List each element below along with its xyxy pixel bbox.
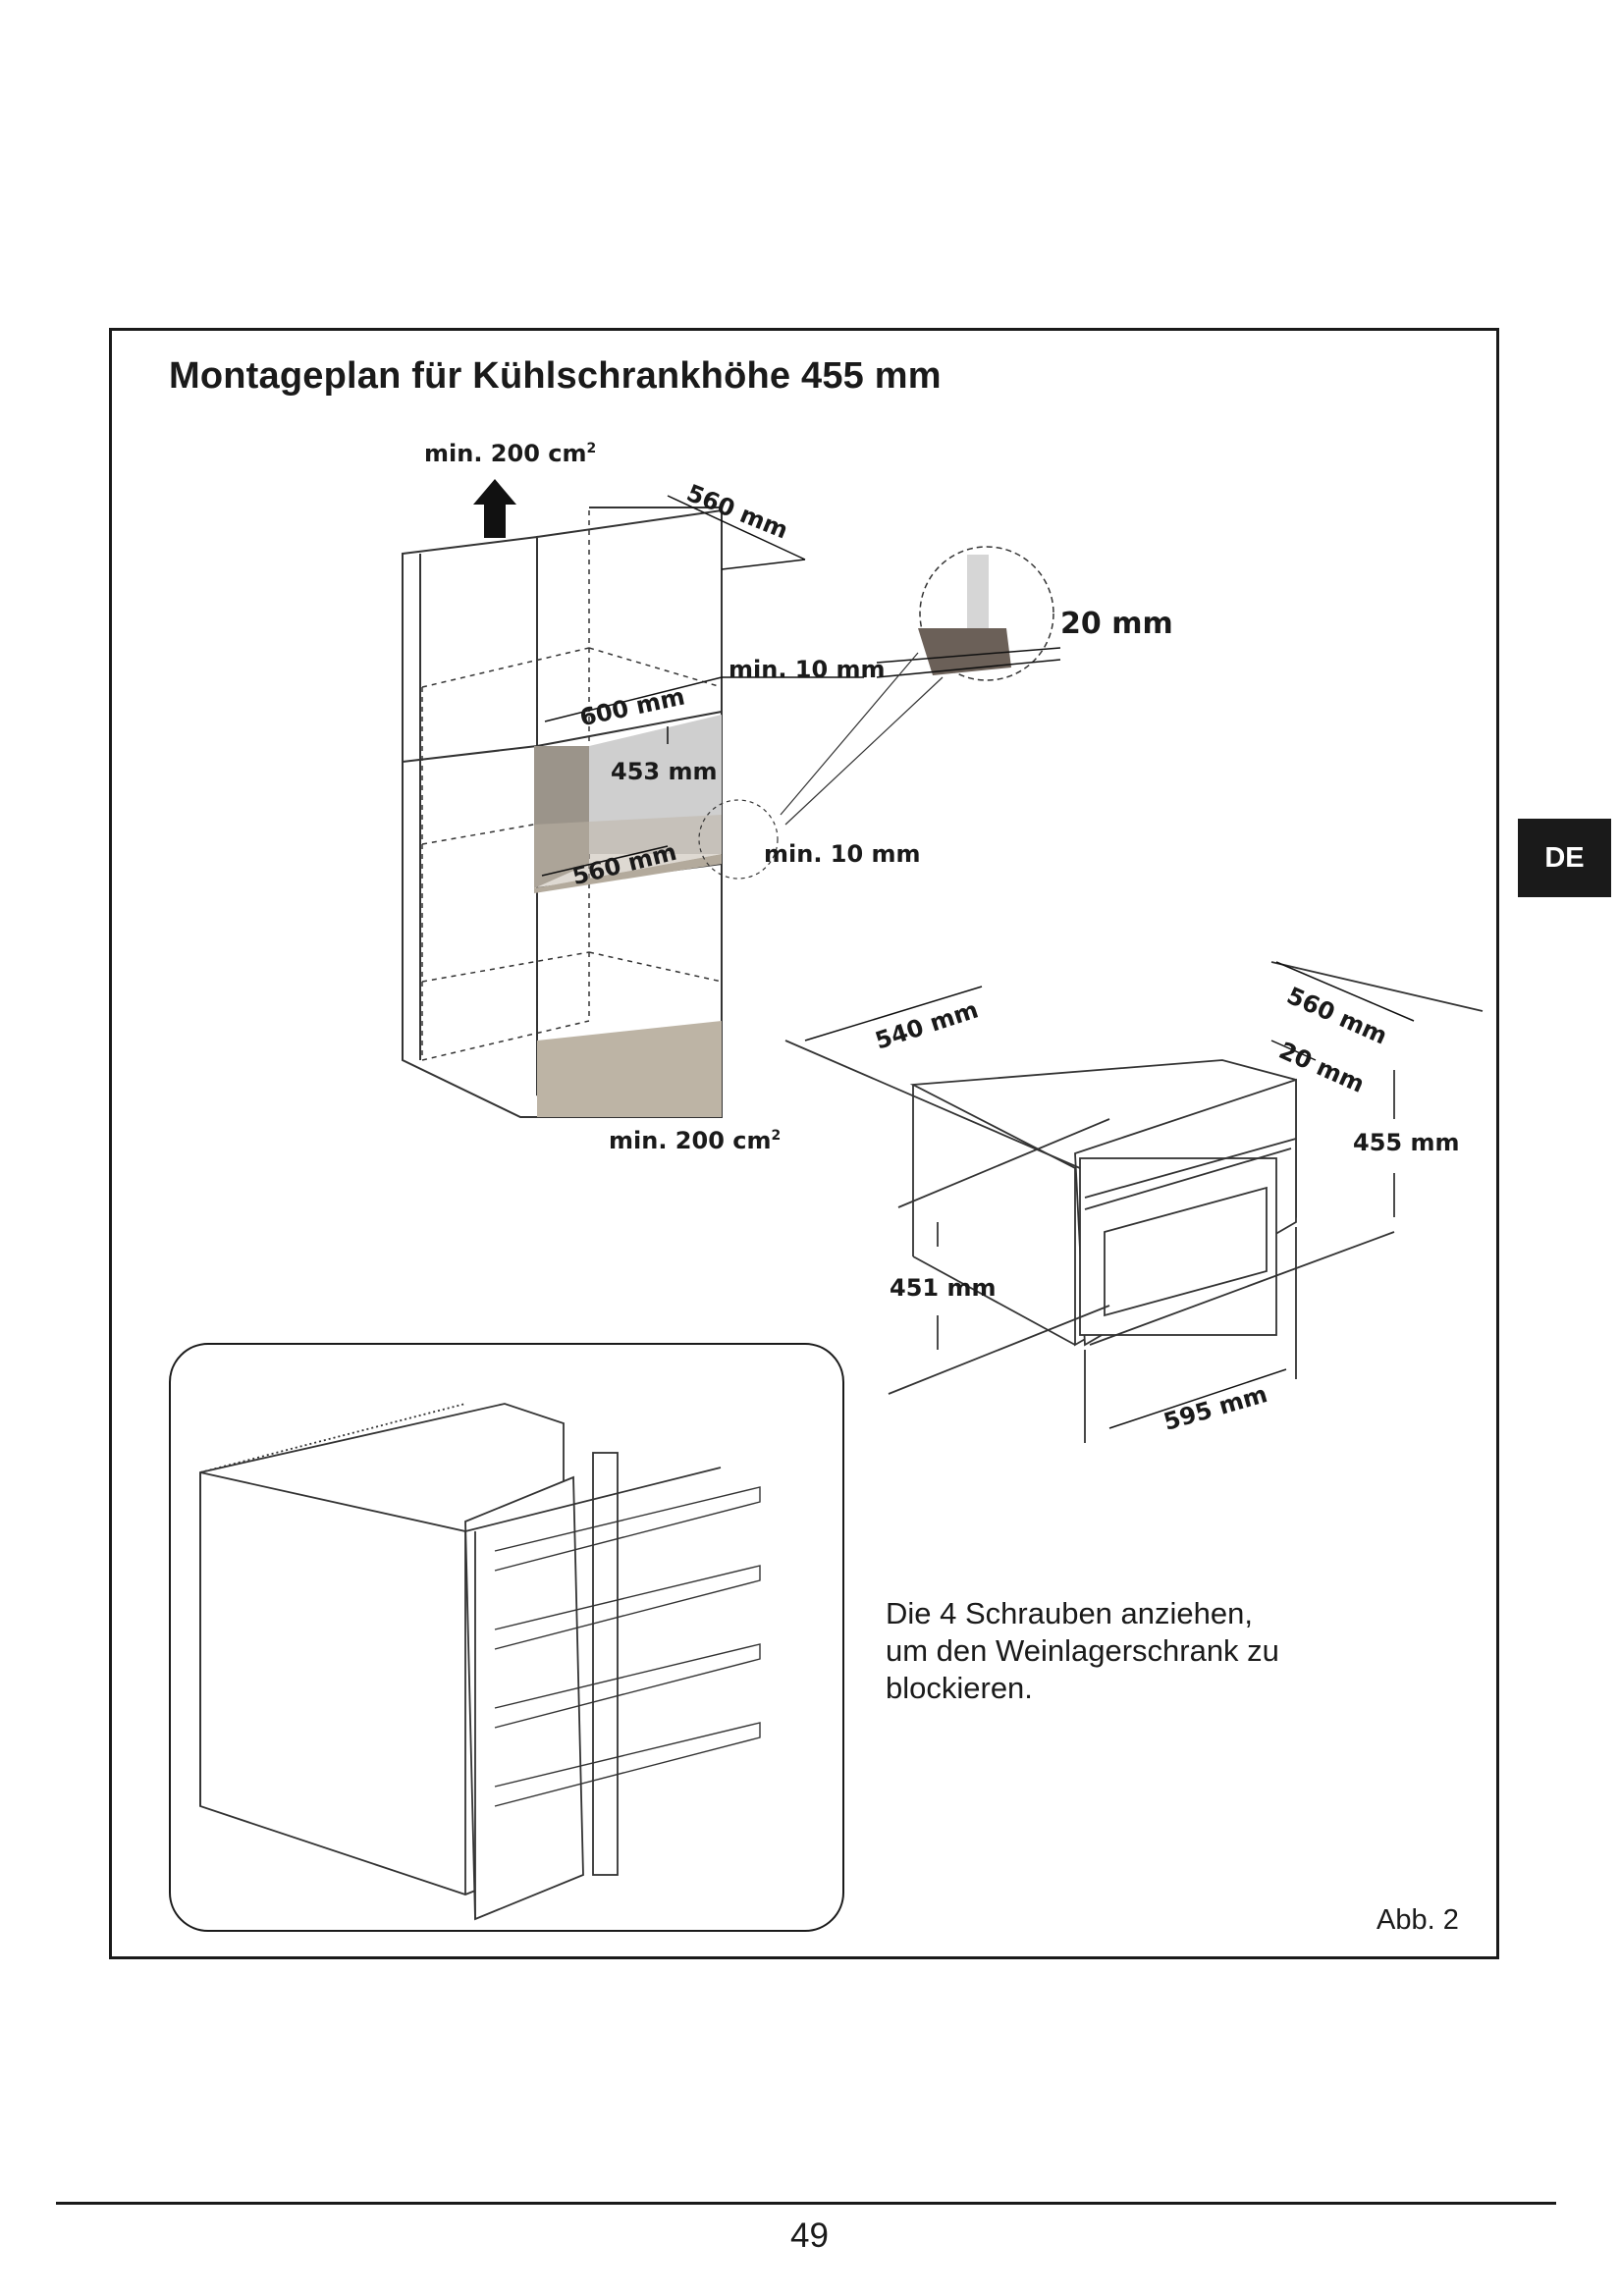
cabinet-dimension-lines	[541, 495, 864, 877]
niche-shading	[534, 715, 722, 1117]
vent-arrow-up-icon	[473, 479, 516, 538]
vent-bottom-label: min. 200 cm2	[609, 1127, 782, 1154]
caption-line-3: blockieren.	[886, 1671, 1033, 1705]
page-number: 49	[790, 2216, 829, 2255]
figure-frame	[109, 328, 1499, 1959]
caption-line-1: Die 4 Schrauben anziehen,	[886, 1596, 1253, 1630]
wine-cabinet-dimension-lines	[804, 961, 1415, 1429]
wine-cabinet-shelves-illustration	[199, 1403, 761, 1921]
figure-label: Abb. 2	[1376, 1904, 1459, 1936]
vent-top-label: min. 200 cm2	[424, 440, 597, 467]
page-title: Montageplan für Kühlschrankhöhe 455 mm	[169, 355, 942, 397]
unit-front-height-label: 455 mm	[1353, 1129, 1460, 1156]
detail-offset-label: 20 mm	[1060, 607, 1173, 641]
detail-magnifier	[698, 546, 1061, 880]
caption-line-2: um den Weinlagerschrank zu	[886, 1633, 1279, 1668]
footer-divider	[56, 2202, 1556, 2205]
gap-bottom-label: min. 10 mm	[764, 840, 921, 868]
gap-top-label: min. 10 mm	[729, 656, 886, 683]
unit-body-height-label: 451 mm	[890, 1274, 997, 1302]
wine-cabinet-drawing	[784, 961, 1484, 1443]
instruction-caption: Die 4 Schrauben anziehen, um den Weinlag…	[886, 1595, 1337, 1707]
height-niche-label: 453 mm	[611, 758, 718, 785]
language-tab: DE	[1518, 819, 1611, 897]
inset-illustration-frame	[169, 1343, 844, 1932]
